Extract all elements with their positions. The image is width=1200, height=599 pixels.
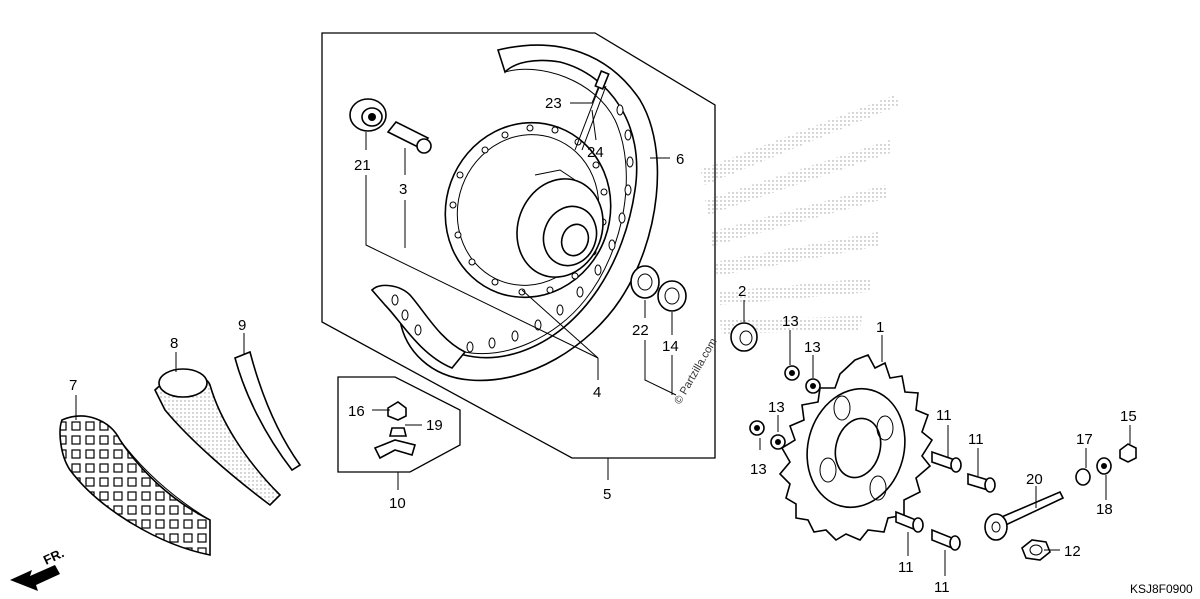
callout-11-a: 11 [936, 407, 952, 424]
valve-spoke [574, 70, 610, 151]
brand-wing-logo [700, 95, 900, 334]
nut-15 [1119, 443, 1137, 463]
diagram-code: KSJ8F0900 [1130, 582, 1193, 596]
callout-11-c: 11 [898, 559, 914, 576]
oil-seal-14 [657, 280, 687, 312]
distance-collar-3 [386, 120, 432, 154]
callout-2: 2 [738, 283, 746, 300]
bearing-22 [630, 265, 660, 299]
callout-22: 22 [632, 322, 649, 339]
callout-13-a: 13 [782, 313, 799, 330]
nut-18 [1096, 457, 1112, 475]
callout-8: 8 [170, 335, 178, 352]
callout-4: 4 [593, 384, 601, 401]
callout-17: 17 [1076, 431, 1093, 448]
callout-13-d: 13 [750, 461, 767, 478]
rim [370, 44, 659, 382]
valve-group-box [337, 376, 461, 473]
washer-17 [1075, 468, 1091, 486]
callout-24: 24 [587, 144, 604, 161]
callout-5: 5 [603, 486, 611, 503]
leader-lines [75, 87, 1131, 576]
callout-18: 18 [1096, 501, 1113, 518]
callout-7: 7 [69, 377, 77, 394]
bolt-11-group [895, 450, 996, 551]
driven-sprocket [778, 354, 934, 542]
callout-1: 1 [876, 319, 884, 336]
callout-11-b: 11 [968, 431, 984, 448]
nut-12 [1021, 539, 1051, 561]
bearing-21 [349, 98, 387, 132]
front-direction-label: FR. [41, 545, 66, 567]
wheel-assembly-box [321, 32, 716, 459]
callout-14: 14 [662, 338, 679, 355]
callout-21: 21 [354, 157, 371, 174]
collar-2 [730, 322, 758, 352]
chain-adjuster [984, 490, 1065, 541]
rim-band [234, 350, 302, 472]
nut-13-group [749, 365, 821, 450]
callout-9: 9 [238, 317, 246, 334]
front-direction-arrow [10, 565, 60, 591]
callout-19: 19 [426, 417, 443, 434]
tire [59, 415, 211, 556]
callout-13-c: 13 [768, 399, 785, 416]
callout-10: 10 [389, 495, 406, 512]
callout-16: 16 [348, 403, 365, 420]
callout-23: 23 [545, 95, 562, 112]
watermark: © Partzilla.com [672, 336, 719, 406]
inner-tube [154, 368, 282, 507]
callout-12: 12 [1064, 543, 1081, 560]
callout-13-b: 13 [804, 339, 821, 356]
callout-15: 15 [1120, 408, 1137, 425]
callout-20: 20 [1026, 471, 1043, 488]
callout-11-d: 11 [934, 579, 950, 596]
callout-6: 6 [676, 151, 684, 168]
rear-wheel-hub [444, 121, 612, 299]
callout-3: 3 [399, 181, 407, 198]
